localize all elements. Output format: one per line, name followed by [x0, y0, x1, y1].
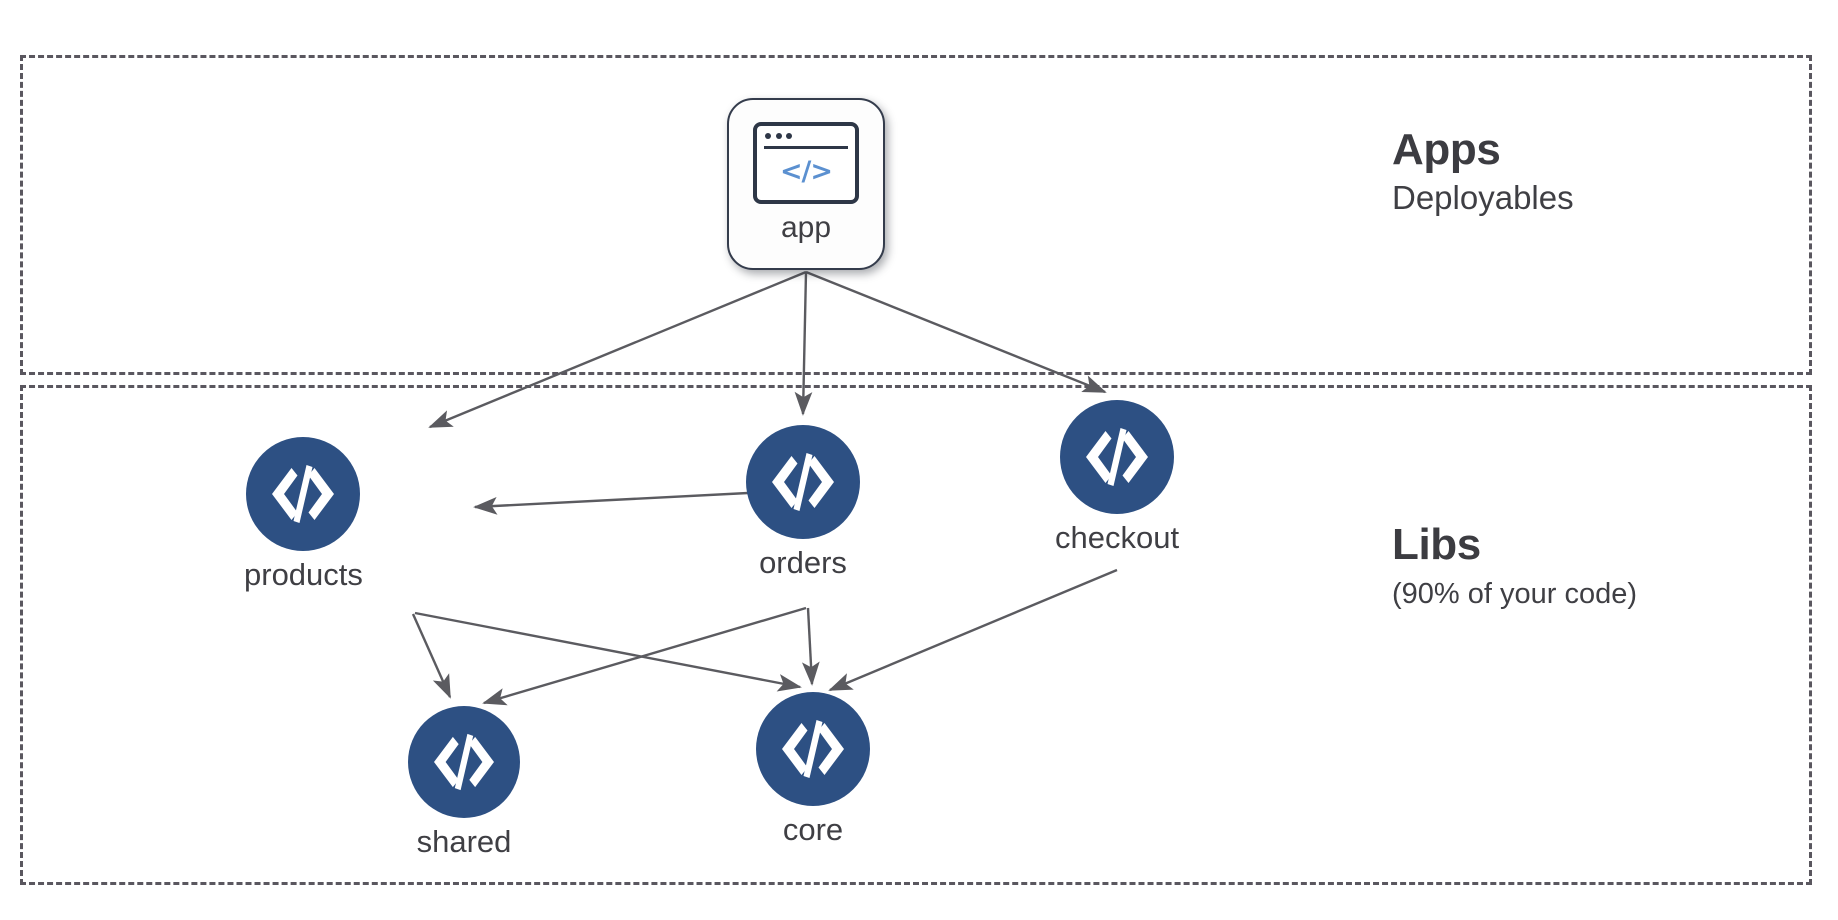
node-checkout-label: checkout — [1055, 520, 1180, 555]
zone-apps-subtitle: Deployables — [1392, 179, 1574, 217]
node-shared-label: shared — [416, 824, 512, 859]
node-orders-label: orders — [759, 545, 847, 580]
node-orders[interactable]: orders — [746, 425, 860, 581]
zone-apps-caption: Apps Deployables — [1392, 125, 1574, 217]
zone-libs-caption: Libs (90% of your code) — [1392, 520, 1637, 611]
browser-code-icon: </> — [753, 122, 859, 204]
node-core[interactable]: core — [756, 692, 870, 848]
node-core-label: core — [782, 812, 844, 847]
code-brackets-icon — [408, 706, 520, 818]
browser-titlebar-rule — [764, 146, 848, 149]
node-app[interactable]: </> app — [727, 98, 885, 270]
zone-libs-title: Libs — [1392, 520, 1481, 569]
code-brackets-icon — [246, 437, 361, 551]
node-app-label: app — [780, 211, 832, 244]
code-brackets-glyph: </> — [779, 156, 833, 187]
code-brackets-icon — [746, 425, 860, 539]
code-brackets-icon — [756, 692, 870, 806]
node-products-label: products — [244, 557, 363, 592]
code-brackets-icon — [1060, 400, 1175, 514]
node-products[interactable]: products — [244, 437, 363, 593]
node-checkout[interactable]: checkout — [1055, 400, 1179, 556]
node-shared[interactable]: shared — [408, 706, 520, 860]
zone-libs-subtitle: (90% of your code) — [1392, 578, 1638, 611]
browser-dots-icon — [765, 133, 792, 139]
zone-apps-title: Apps — [1392, 125, 1501, 174]
